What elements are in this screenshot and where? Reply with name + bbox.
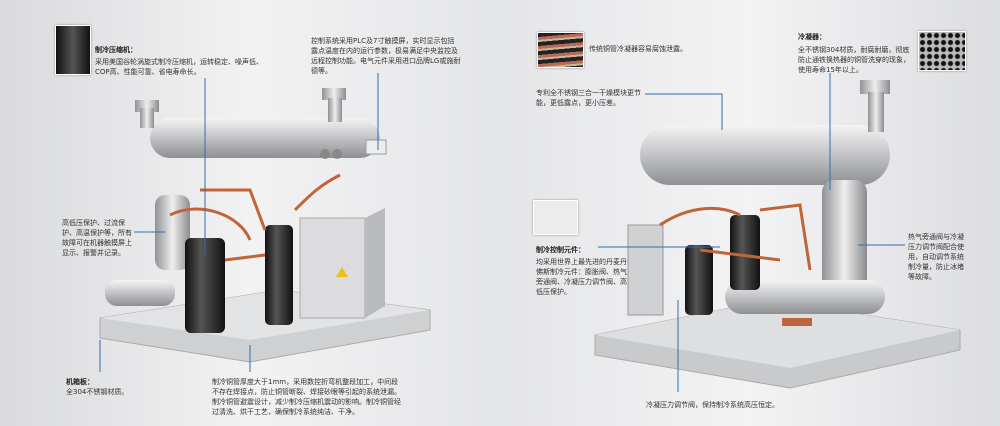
components-desc: 均采用世界上最先进的丹麦丹佛斯制冷元件：膨胀阀、热气旁通阀、冷凝压力调节阀、高低…: [536, 258, 627, 296]
control-desc: 控制系统采用PLC及7寸触摸屏，实时显示包括露点温度在内的运行参数，极易满足中央…: [311, 37, 461, 75]
condenser-title: 冷凝器：: [798, 33, 826, 41]
compressor-desc: 采用美国谷轮涡旋式制冷压缩机，运转稳定、噪声低、COP高、性能可靠、省电寿命长。: [95, 58, 263, 76]
components-title: 制冷控制元件：: [536, 246, 585, 254]
compressor-title: 制冷压缩机：: [95, 46, 137, 54]
condenser-desc: 全不锈钢304材质，耐腐耐磨，彻底防止通铁换热器的铜管洗穿的现象，使用寿命15年…: [798, 46, 910, 74]
protection-desc: 高低压保护、过流保护、高温保护等，所有故障可在机器触摸屏上显示、报警并记录。: [62, 219, 132, 257]
piping-desc: 制冷铜管厚度大于1mm，采用数控折弯机整段加工，中间段不存在焊接点，防止铜管断裂…: [212, 378, 401, 416]
copper-tube-photo: [537, 32, 584, 68]
copper-desc: 传统铜管冷凝器容易腐蚀泄露。: [589, 45, 687, 53]
hotgas-desc: 热气旁通阀与冷凝压力调节阀配合使用，自动调节系统制冷量，防止冰堵等故障。: [908, 233, 964, 281]
condenser-tube-photo: [918, 31, 966, 71]
left-dryer: [99, 88, 431, 363]
cabinet-title: 机箱板：: [66, 378, 94, 386]
callout-lines: [99, 73, 905, 392]
compressor-photo: [55, 25, 91, 75]
cabinet-desc: 全304不锈钢材质。: [66, 388, 129, 396]
valve-desc: 冷凝压力调节阀，保持制冷系统高压恒定。: [646, 401, 779, 409]
right-dryer: [594, 80, 961, 389]
components-photo: [533, 200, 578, 235]
patent-desc: 专利全不锈钢三合一干燥模块更节能，更低露点，更小压差。: [536, 89, 641, 107]
